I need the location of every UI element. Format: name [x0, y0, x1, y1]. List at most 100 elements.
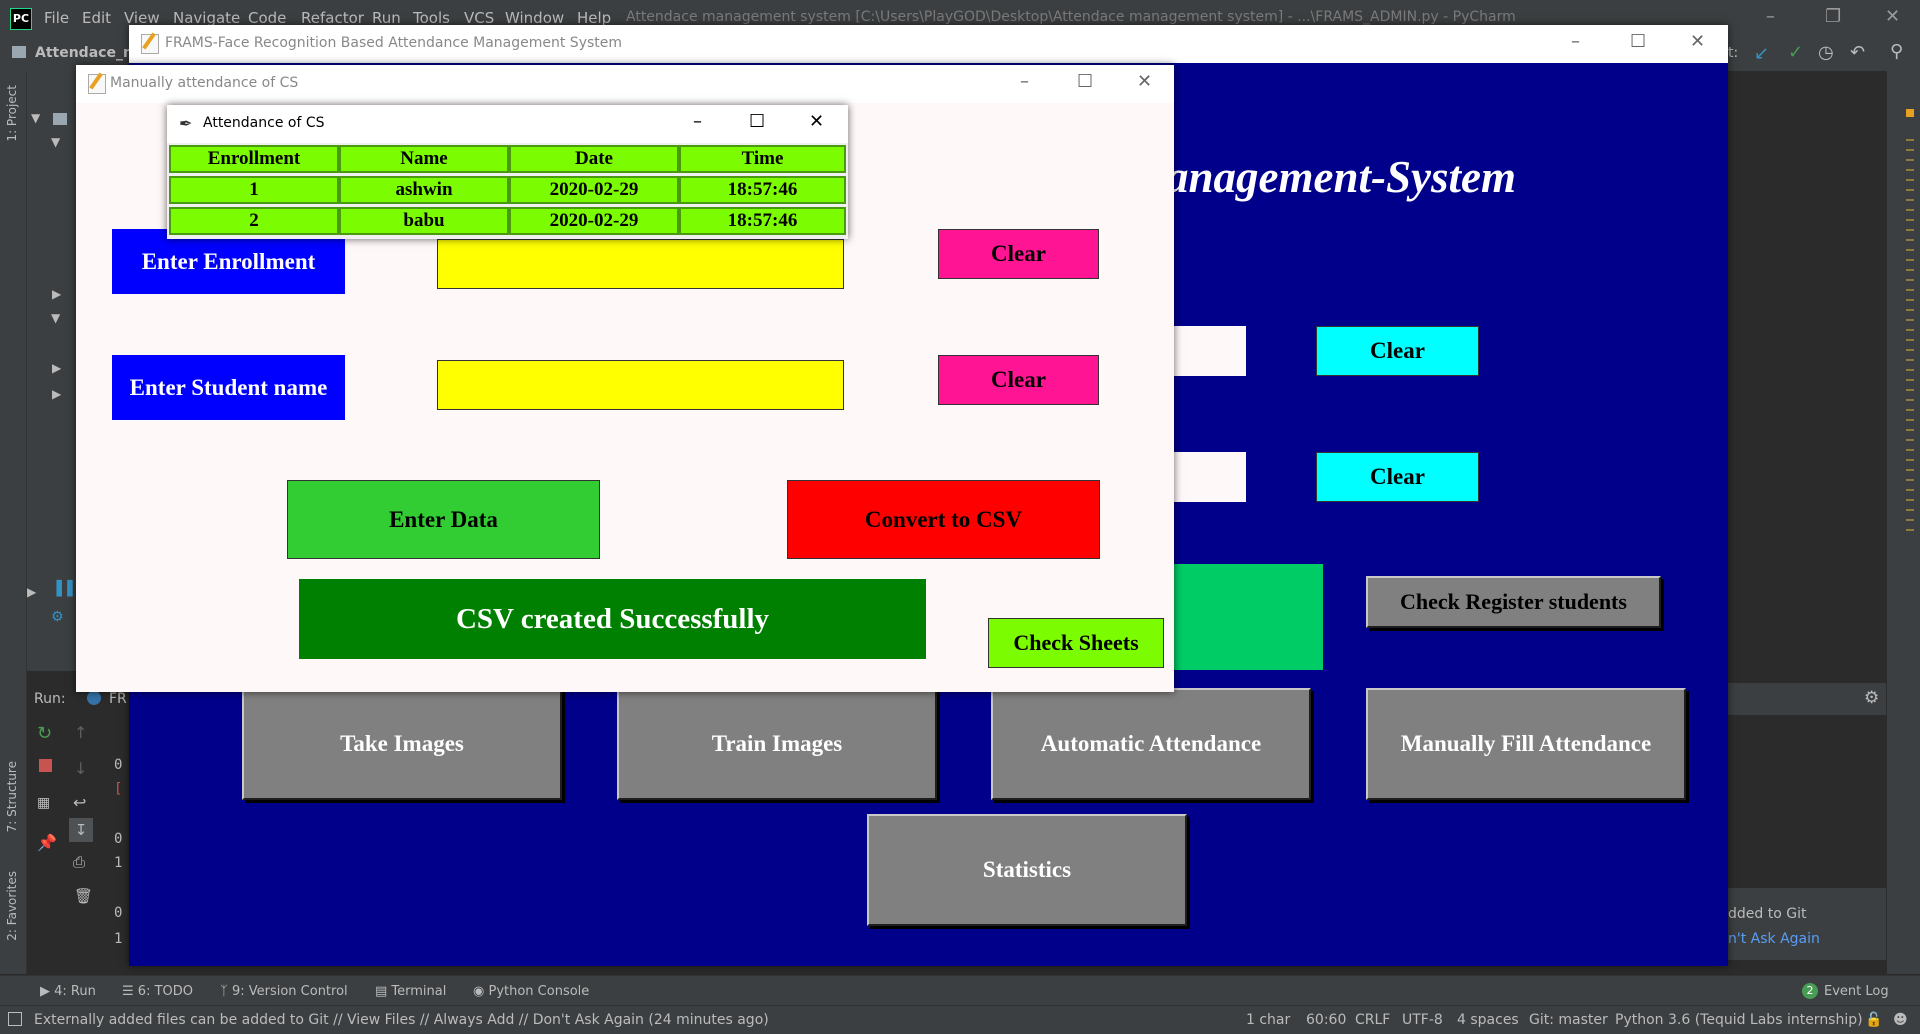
- line-separator[interactable]: CRLF: [1355, 1012, 1391, 1028]
- enter-data-button[interactable]: Enter Data: [287, 480, 600, 559]
- project-sidebar-tab[interactable]: 1: Project: [5, 85, 19, 142]
- take-images-button[interactable]: Take Images: [242, 688, 562, 800]
- pin-icon[interactable]: 📌: [37, 833, 57, 852]
- menu-edit[interactable]: Edit: [82, 9, 112, 27]
- console-line: 0: [114, 905, 123, 921]
- rerun-icon[interactable]: ↻: [37, 723, 53, 744]
- main-titlebar: FRAMS-Face Recognition Based Attendance …: [129, 25, 1728, 63]
- main-status-label: [1174, 564, 1323, 670]
- terminal-tab[interactable]: ▤ Terminal: [375, 984, 447, 999]
- vcs-history-icon[interactable]: ◷: [1818, 42, 1834, 63]
- python-interpreter[interactable]: Python 3.6 (Tequid Labs internship): [1615, 1012, 1863, 1028]
- main-clear-button-1[interactable]: Clear: [1316, 326, 1479, 376]
- trash-icon[interactable]: 🗑: [74, 887, 94, 905]
- favorites-sidebar-tab[interactable]: 2: Favorites: [5, 871, 19, 941]
- menu-tools[interactable]: Tools: [413, 9, 450, 27]
- python-console-tab[interactable]: ◉ Python Console: [473, 984, 590, 999]
- clear-enrollment-button[interactable]: Clear: [938, 229, 1099, 279]
- dont-ask-again-link[interactable]: n't Ask Again: [1728, 931, 1820, 947]
- vcs-update-icon[interactable]: ↙: [1754, 43, 1770, 64]
- menu-view[interactable]: View: [124, 9, 160, 27]
- table-cell: 2020-02-29: [509, 176, 679, 204]
- tree-expand-icon[interactable]: ▼: [51, 135, 61, 149]
- menu-help[interactable]: Help: [577, 9, 612, 27]
- student-name-input[interactable]: [437, 360, 844, 410]
- menu-navigate[interactable]: Navigate: [173, 9, 241, 27]
- ide-close-icon[interactable]: ✕: [1885, 6, 1901, 27]
- stop-icon[interactable]: [39, 759, 52, 772]
- clear-student-button[interactable]: Clear: [938, 355, 1099, 405]
- menu-file[interactable]: File: [44, 9, 70, 27]
- version-control-tab[interactable]: ᛉ 9: Version Control: [220, 984, 348, 999]
- layout-icon[interactable]: ▦: [37, 795, 51, 811]
- table-header: Name: [339, 145, 509, 173]
- print-icon[interactable]: ⎙: [73, 853, 86, 871]
- status-message[interactable]: Externally added files can be added to G…: [34, 1012, 769, 1028]
- tree-collapse-icon[interactable]: ▶: [52, 387, 62, 401]
- todo-tool-tab[interactable]: ☰ 6: TODO: [122, 984, 193, 999]
- main-maximize-icon[interactable]: ☐: [1630, 31, 1647, 52]
- tool-windows-icon[interactable]: [8, 1012, 22, 1026]
- train-images-button[interactable]: Train Images: [617, 688, 937, 800]
- table-cell: 2: [169, 207, 339, 235]
- tree-collapse-icon[interactable]: ▶: [52, 287, 62, 301]
- menu-window[interactable]: Window: [505, 9, 565, 27]
- lock-icon[interactable]: 🔓: [1865, 1012, 1883, 1028]
- console-line: [: [114, 781, 123, 797]
- enrollment-input[interactable]: [437, 239, 844, 289]
- menu-vcs[interactable]: VCS: [464, 9, 495, 27]
- manual-close-icon[interactable]: ✕: [1137, 71, 1153, 92]
- table-cell: 2020-02-29: [509, 207, 679, 235]
- event-log-tab[interactable]: Event Log: [1824, 984, 1889, 999]
- main-entry-2[interactable]: [1174, 452, 1246, 502]
- ide-minimize-icon[interactable]: –: [1766, 6, 1775, 27]
- soft-wrap-icon[interactable]: ↩: [73, 793, 87, 812]
- menu-run[interactable]: Run: [372, 9, 401, 27]
- main-entry-1[interactable]: [1174, 326, 1246, 376]
- menu-code[interactable]: Code: [248, 9, 287, 27]
- search-icon[interactable]: ⚲: [1890, 41, 1904, 62]
- left-tool-strip: 1: Project 7: Structure 2: Favorites: [0, 71, 27, 974]
- tree-folder-icon: [53, 113, 67, 125]
- scroll-up-icon[interactable]: ↑: [74, 723, 88, 742]
- gear-icon[interactable]: ⚙: [1864, 688, 1880, 708]
- convert-csv-button[interactable]: Convert to CSV: [787, 480, 1100, 559]
- indent-setting[interactable]: 4 spaces: [1457, 1012, 1519, 1028]
- scroll-to-end-icon[interactable]: ↧: [69, 818, 93, 842]
- project-breadcrumb[interactable]: Attendace_m: [35, 45, 138, 61]
- manual-maximize-icon[interactable]: ☐: [1077, 71, 1094, 92]
- main-close-icon[interactable]: ✕: [1690, 31, 1706, 52]
- vcs-commit-icon[interactable]: ✓: [1788, 42, 1804, 63]
- inspector-icon[interactable]: ☻: [1893, 1012, 1908, 1028]
- main-minimize-icon[interactable]: –: [1571, 31, 1580, 52]
- main-clear-button-2[interactable]: Clear: [1316, 452, 1479, 502]
- manually-fill-attendance-button[interactable]: Manually Fill Attendance: [1366, 688, 1686, 800]
- file-encoding[interactable]: UTF-8: [1402, 1012, 1443, 1028]
- automatic-attendance-button[interactable]: Automatic Attendance: [991, 688, 1311, 800]
- scroll-down-icon[interactable]: ↓: [74, 759, 88, 778]
- attendance-close-icon[interactable]: ✕: [809, 111, 825, 132]
- check-register-button[interactable]: Check Register students: [1366, 576, 1661, 628]
- attendance-minimize-icon[interactable]: –: [693, 111, 702, 132]
- tree-expand-icon[interactable]: ▼: [31, 111, 41, 125]
- attendance-maximize-icon[interactable]: ☐: [749, 111, 766, 132]
- menu-refactor[interactable]: Refactor: [301, 9, 364, 27]
- manual-minimize-icon[interactable]: –: [1020, 71, 1029, 92]
- statistics-button[interactable]: Statistics: [867, 814, 1187, 926]
- run-config-tab[interactable]: FR: [109, 691, 127, 707]
- tree-collapse-icon[interactable]: ▶: [27, 585, 37, 599]
- check-sheets-button[interactable]: Check Sheets: [988, 618, 1164, 668]
- run-label: Run:: [34, 691, 66, 707]
- ide-restore-icon[interactable]: ❐: [1825, 6, 1842, 27]
- event-count-badge: 2: [1802, 983, 1818, 999]
- tree-expand-icon[interactable]: ▼: [51, 311, 61, 325]
- caret-position[interactable]: 60:60: [1306, 1012, 1347, 1028]
- vcs-rollback-icon[interactable]: ↶: [1850, 42, 1866, 63]
- manual-titlebar: Manually attendance of CS – ☐ ✕: [76, 65, 1174, 103]
- navbar-right-text: t:: [1728, 45, 1739, 61]
- tree-collapse-icon[interactable]: ▶: [52, 361, 62, 375]
- run-tool-tab[interactable]: ▶ 4: Run: [40, 984, 96, 999]
- git-branch[interactable]: Git: master: [1529, 1012, 1608, 1028]
- main-window-title: FRAMS-Face Recognition Based Attendance …: [165, 35, 623, 51]
- structure-sidebar-tab[interactable]: 7: Structure: [5, 761, 19, 833]
